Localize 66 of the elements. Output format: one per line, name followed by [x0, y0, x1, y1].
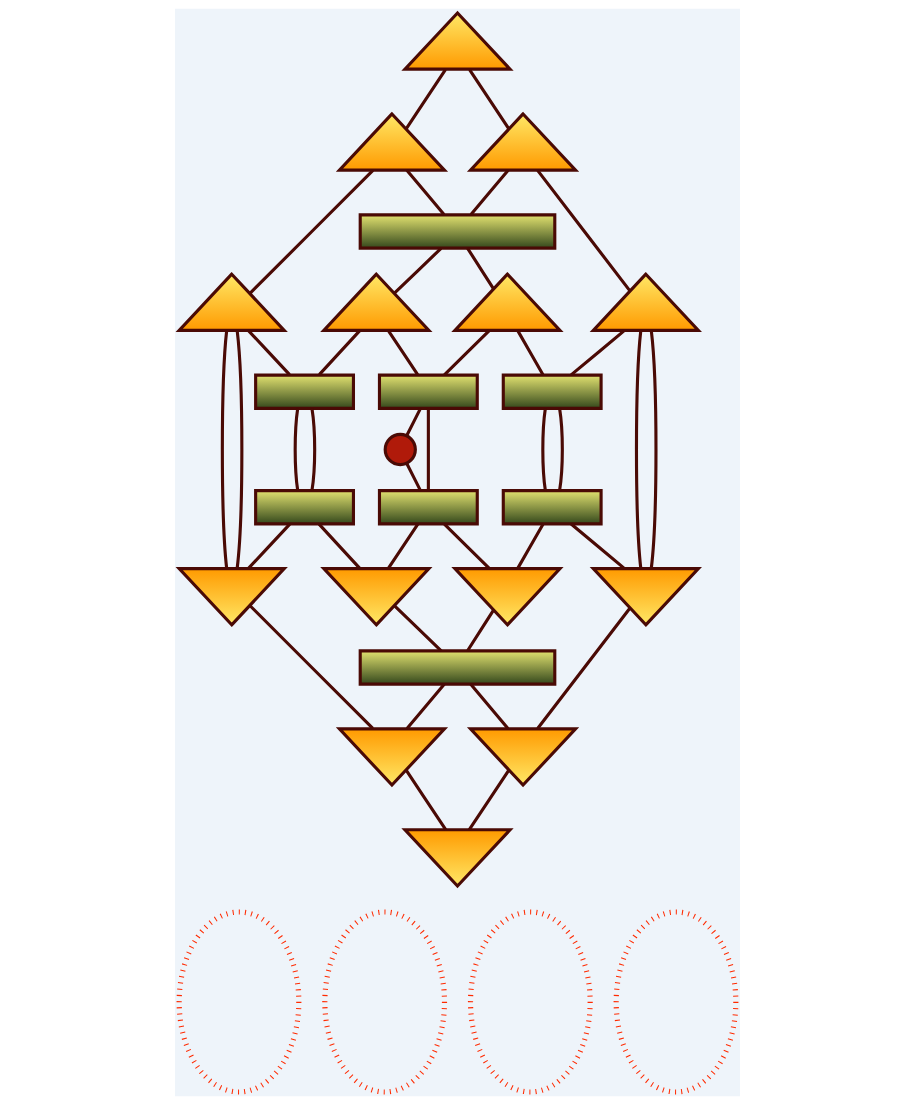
node-bar — [377, 489, 479, 526]
connector — [317, 329, 361, 376]
connector — [515, 329, 544, 376]
node-triangle — [466, 111, 579, 172]
connector — [442, 522, 490, 570]
node-triangle — [400, 10, 514, 71]
connector — [248, 169, 374, 295]
connector — [569, 329, 626, 377]
node-triangle — [450, 567, 564, 628]
node-ellipse — [176, 909, 301, 1095]
node-triangle — [335, 727, 448, 788]
node-bar — [377, 373, 479, 410]
connector — [404, 769, 447, 831]
connector — [426, 408, 430, 491]
connector — [248, 604, 374, 730]
connector — [317, 523, 361, 570]
connector — [467, 769, 510, 831]
node-triangle — [319, 567, 432, 628]
connector — [634, 330, 642, 569]
connector — [469, 683, 509, 730]
node-triangle — [175, 271, 288, 332]
connector — [392, 604, 442, 652]
connector — [386, 523, 419, 570]
connector — [442, 329, 491, 377]
connector — [649, 330, 658, 569]
connector — [220, 330, 228, 569]
connector — [309, 408, 316, 491]
node-bar — [253, 489, 355, 526]
connector — [404, 462, 422, 492]
node-circle — [383, 432, 417, 467]
connector — [246, 329, 291, 376]
node-triangle — [466, 727, 579, 788]
node-triangle — [319, 271, 432, 332]
connector — [557, 408, 564, 491]
connector — [405, 169, 445, 216]
node-ellipse — [321, 909, 447, 1095]
connector — [515, 523, 544, 570]
connector — [465, 609, 495, 652]
node-triangle — [400, 828, 514, 889]
connector — [569, 522, 625, 570]
node-triangle — [175, 567, 288, 628]
connector — [467, 68, 510, 130]
connector — [465, 247, 495, 290]
node-triangle — [589, 567, 702, 628]
node-bar — [358, 649, 556, 686]
node-triangle — [450, 271, 564, 332]
connector — [386, 329, 419, 376]
connector — [293, 408, 299, 491]
connector — [392, 247, 442, 295]
connector — [535, 607, 631, 730]
connector — [535, 169, 631, 292]
connector — [469, 169, 509, 216]
connector — [246, 523, 291, 570]
connector — [405, 683, 445, 730]
node-bar — [253, 373, 355, 410]
node-triangle — [589, 271, 702, 332]
connector — [540, 408, 547, 491]
connector — [404, 68, 447, 130]
node-ellipse — [613, 909, 738, 1095]
node-bar — [358, 213, 556, 250]
node-bar — [501, 373, 603, 410]
node-ellipse — [467, 909, 593, 1095]
connector — [404, 407, 422, 437]
connector — [235, 330, 243, 569]
node-bar — [501, 489, 603, 526]
node-triangle — [335, 111, 448, 172]
